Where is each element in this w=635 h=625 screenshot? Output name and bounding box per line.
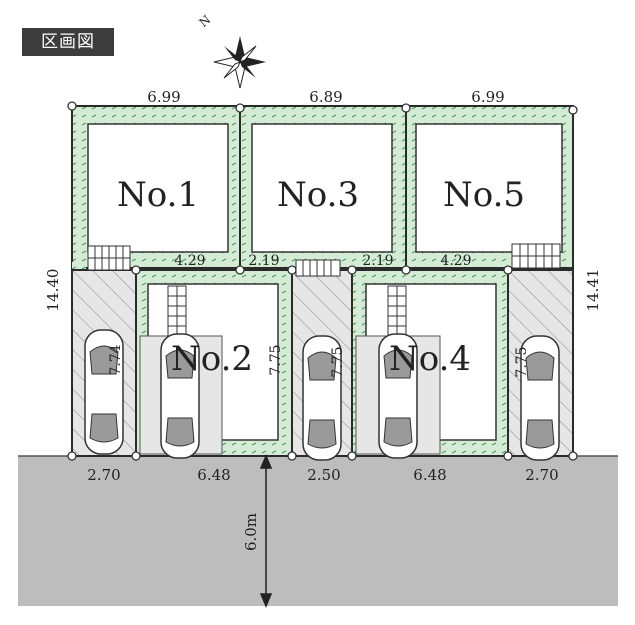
lot-label-2: No.2 — [171, 339, 253, 379]
dim-drive-2: 7.75 — [268, 344, 284, 375]
compass-north-label: N — [196, 12, 213, 29]
road-width-arrow — [259, 454, 273, 608]
dim-bottom-5: 2.70 — [525, 466, 558, 484]
dim-bottom-3: 2.50 — [307, 466, 340, 484]
lot-3-area — [251, 123, 393, 253]
hedge-left-strip — [72, 262, 86, 272]
plan-title: 区画図 — [22, 28, 114, 56]
fence-block-3 — [295, 259, 341, 277]
dim-top-mid: 6.89 — [309, 88, 342, 106]
dim-bottom-4: 6.48 — [413, 466, 446, 484]
fence-block-5 — [511, 243, 561, 269]
boundary-points — [67, 101, 578, 461]
road — [18, 456, 618, 606]
lot-1-area — [87, 123, 229, 253]
dim-mid-b: 2.19 — [248, 253, 279, 269]
dim-bottom-1: 2.70 — [87, 466, 120, 484]
lot-label-1: No.1 — [117, 175, 199, 215]
lot-label-4: No.4 — [389, 339, 471, 379]
dim-drive-1: 7.74 — [108, 344, 124, 375]
car-1 — [84, 329, 124, 455]
car-4 — [378, 333, 418, 459]
dim-mid-d: 4.29 — [440, 253, 471, 269]
fence-block-2 — [167, 285, 187, 337]
car-3 — [302, 335, 342, 461]
dim-top-left: 6.99 — [147, 88, 180, 106]
dim-mid-a: 4.29 — [174, 253, 205, 269]
car-5 — [520, 335, 560, 461]
dim-drive-4: 7.75 — [514, 346, 530, 377]
dim-left-side: 14.40 — [44, 269, 62, 312]
dim-right-side: 14.41 — [584, 269, 602, 312]
compass-rose-icon — [213, 36, 266, 89]
dim-bottom-2: 6.48 — [197, 466, 230, 484]
road-width-label: 6.0m — [242, 513, 260, 551]
fence-block-4 — [387, 285, 407, 337]
dim-top-right: 6.99 — [471, 88, 504, 106]
car-2 — [160, 333, 200, 459]
lot-5-area — [415, 123, 563, 253]
lot-label-3: No.3 — [277, 175, 359, 215]
dim-drive-3: 7.75 — [330, 346, 346, 377]
fence-block-1 — [87, 245, 131, 271]
dim-mid-c: 2.19 — [362, 253, 393, 269]
lot-label-5: No.5 — [443, 175, 525, 215]
